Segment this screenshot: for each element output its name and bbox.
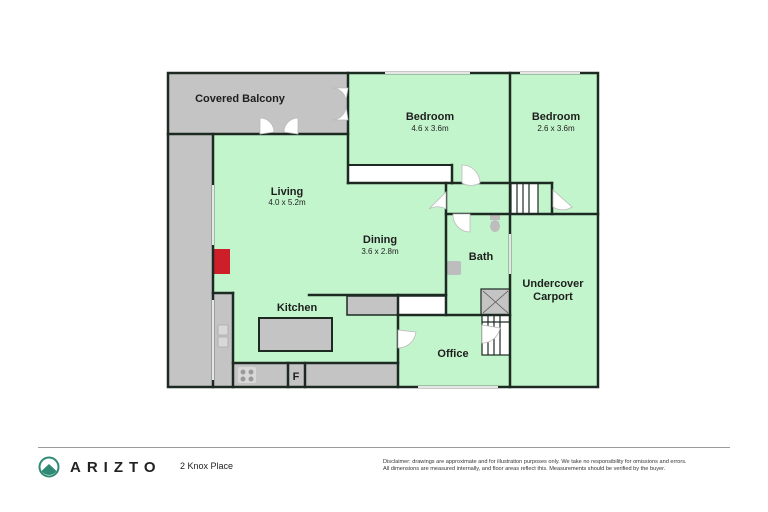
stairs-upper [510, 182, 539, 215]
bedroom2-door [552, 189, 573, 211]
kitchen-bottom-bench [233, 363, 398, 387]
room-label-carport-1: Undercover [522, 278, 584, 290]
room-label-bath: Bath [469, 251, 494, 263]
room-label-office: Office [437, 348, 468, 360]
room-dim-bedroom1: 4.6 x 3.6m [411, 124, 449, 133]
balcony-area [168, 73, 348, 134]
brand: ARIZTO [38, 456, 162, 478]
linen-cupboard [397, 295, 447, 316]
brand-name: ARIZTO [70, 458, 162, 476]
stair-door [481, 324, 501, 344]
office-door [397, 329, 417, 349]
hall-door [428, 191, 447, 210]
balcony-door-right [283, 117, 299, 135]
room-dim-dining: 3.6 x 2.8m [361, 247, 399, 256]
balcony-door-left [259, 117, 275, 135]
disclaimer-line-2: All dimensions are measured internally, … [383, 466, 666, 472]
bath-door [452, 213, 471, 233]
dining-cabinet [346, 295, 399, 316]
room-label-balcony: Covered Balcony [195, 93, 286, 105]
room-label-living: Living [271, 186, 303, 198]
room-label-bedroom2: Bedroom [532, 111, 581, 123]
side-walkway [168, 134, 213, 387]
cooktop-icon [238, 367, 256, 383]
bedroom1-door [461, 164, 481, 186]
shower [480, 288, 511, 316]
fireplace [213, 249, 230, 274]
sink-icon [217, 324, 229, 348]
disclaimer: Disclaimer: drawings are approximate and… [383, 459, 728, 473]
basin-icon [447, 261, 461, 275]
room-label-carport-2: Carport [533, 291, 573, 303]
bedroom-balcony-door-lower [331, 105, 349, 121]
disclaimer-line-1: Disclaimer: drawings are approximate and… [383, 459, 687, 465]
room-dim-living: 4.0 x 5.2m [268, 198, 306, 207]
wardrobe [347, 164, 453, 184]
footer-divider [38, 447, 730, 448]
property-address: 2 Knox Place [180, 461, 234, 471]
room-label-bedroom1: Bedroom [406, 111, 455, 123]
room-dim-bedroom2: 2.6 x 3.6m [537, 124, 575, 133]
doors [259, 87, 573, 349]
bedroom-balcony-door-upper [331, 87, 349, 101]
windows [212, 72, 580, 388]
arizto-logo-icon [38, 456, 60, 478]
toilet-icon [490, 215, 500, 232]
fridge-label: F [293, 371, 300, 383]
kitchen-island [258, 317, 333, 352]
room-label-kitchen: Kitchen [277, 302, 318, 314]
room-label-dining: Dining [363, 234, 397, 246]
floor-plan: Covered Balcony Bedroom 4.6 x 3.6m Bedro… [166, 71, 600, 389]
